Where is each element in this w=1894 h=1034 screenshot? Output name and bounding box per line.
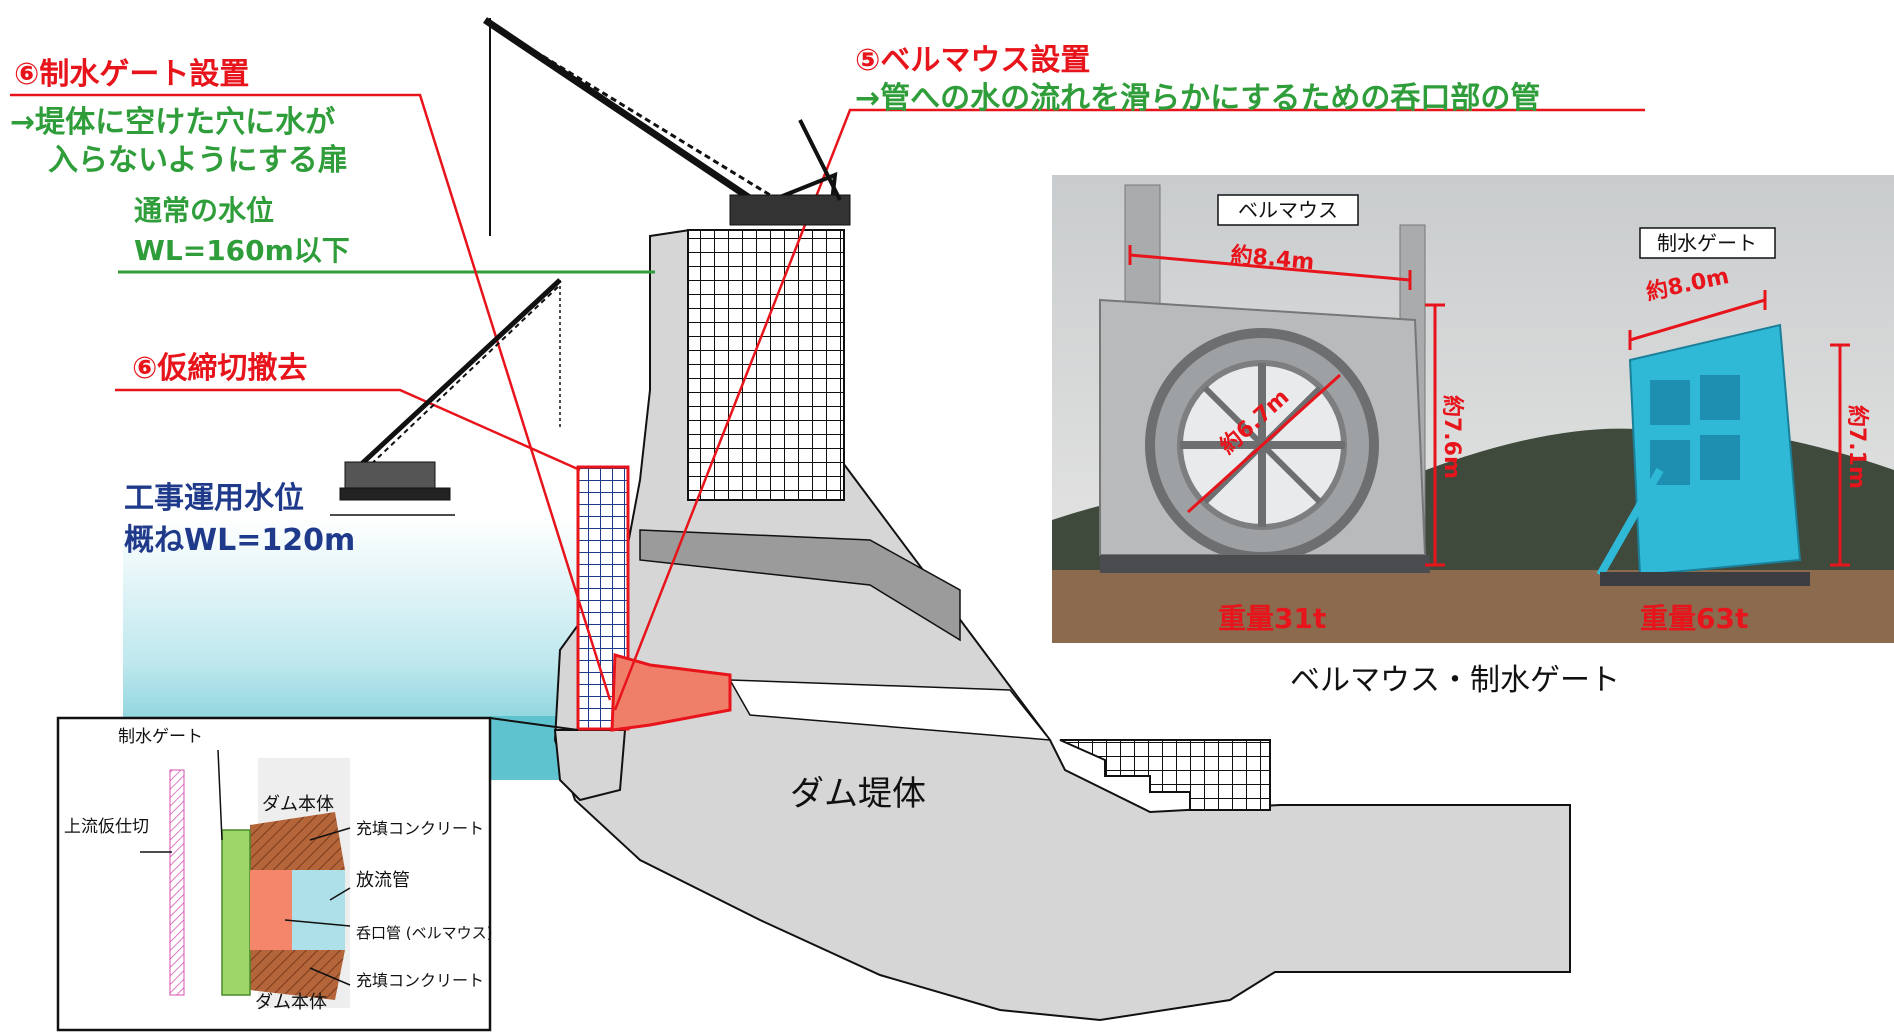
cofferdam-removal-label: ⑥仮締切撤去 bbox=[132, 351, 307, 386]
inset-discharge-pipe: 放流管 bbox=[356, 870, 410, 891]
bellmouth-weight: 重量31t bbox=[1218, 602, 1326, 635]
water-below-inset bbox=[490, 716, 560, 776]
downstream-steps bbox=[1059, 739, 1271, 811]
bellmouth-tag: ベルマウス bbox=[1238, 198, 1338, 222]
gate-weight: 重量63t bbox=[1640, 602, 1748, 635]
inset-detail: 制水ゲート ダム本体 上流仮仕切 充填コンクリート 放流管 呑口管 (ベルマウス… bbox=[56, 716, 579, 1032]
inset-dam-main-bottom: ダム本体 bbox=[255, 992, 327, 1013]
bellmouth-tag-box bbox=[1217, 194, 1359, 226]
gate-tag-box bbox=[1639, 227, 1776, 259]
gate-height: 約7.1m bbox=[1844, 405, 1870, 489]
crest-crane bbox=[483, 17, 851, 236]
inset-fill-concrete-top: 充填コンクリート bbox=[356, 819, 484, 838]
shore-crane bbox=[330, 278, 562, 516]
gate-leader bbox=[10, 93, 612, 701]
gallery-band bbox=[639, 529, 961, 642]
bellmouth-install-label: ⑤ベルマウス設置 bbox=[855, 43, 1090, 78]
inset-fill-concrete-bottom: 充填コンクリート bbox=[356, 971, 484, 990]
gate-photo bbox=[1596, 323, 1810, 586]
bellmouth-photo bbox=[1099, 184, 1430, 573]
photo-caption: ベルマウス・制水ゲート bbox=[1290, 663, 1620, 698]
gate-install-label: ⑥制水ゲート設置 bbox=[14, 57, 249, 92]
inset-dam-main-top: ダム本体 bbox=[262, 794, 334, 815]
normal-level-value: WL=160m以下 bbox=[134, 234, 350, 267]
inset-intake-pipe: 呑口管 (ベルマウス) bbox=[356, 924, 492, 942]
bellmouth-block bbox=[610, 653, 732, 732]
crest-grid-block bbox=[687, 229, 845, 501]
gate-desc-line1: →堤体に空けた穴に水が bbox=[10, 105, 335, 140]
construction-level-label: 工事運用水位 bbox=[124, 481, 304, 516]
inset-upstream-coffer: 上流仮仕切 bbox=[64, 817, 149, 837]
gate-desc-line2: 入らないようにする扉 bbox=[48, 143, 348, 178]
photo-panel: ベルマウス 制水ゲート 約8.4m 約7.6m 約6.7m 約8.0m 約7.1… bbox=[1052, 175, 1894, 643]
dam-toe-shape bbox=[553, 729, 627, 802]
bellmouth-desc: →管への水の流れを滑らかにするための呑口部の管 bbox=[855, 81, 1540, 116]
coffer-leader bbox=[115, 388, 581, 472]
normal-level-label: 通常の水位 bbox=[134, 194, 274, 227]
bellmouth-leader bbox=[613, 108, 1645, 711]
bellmouth-height: 約7.6m bbox=[1439, 395, 1465, 479]
gate-tag: 制水ゲート bbox=[1657, 231, 1757, 255]
inset-gate-label: 制水ゲート bbox=[118, 727, 203, 747]
dimension-lines bbox=[1128, 245, 1850, 567]
discharge-pipe-opening bbox=[728, 679, 1052, 741]
construction-level-value: 概ねWL=120m bbox=[124, 523, 355, 558]
dam-body-label: ダム堤体 bbox=[790, 774, 926, 814]
